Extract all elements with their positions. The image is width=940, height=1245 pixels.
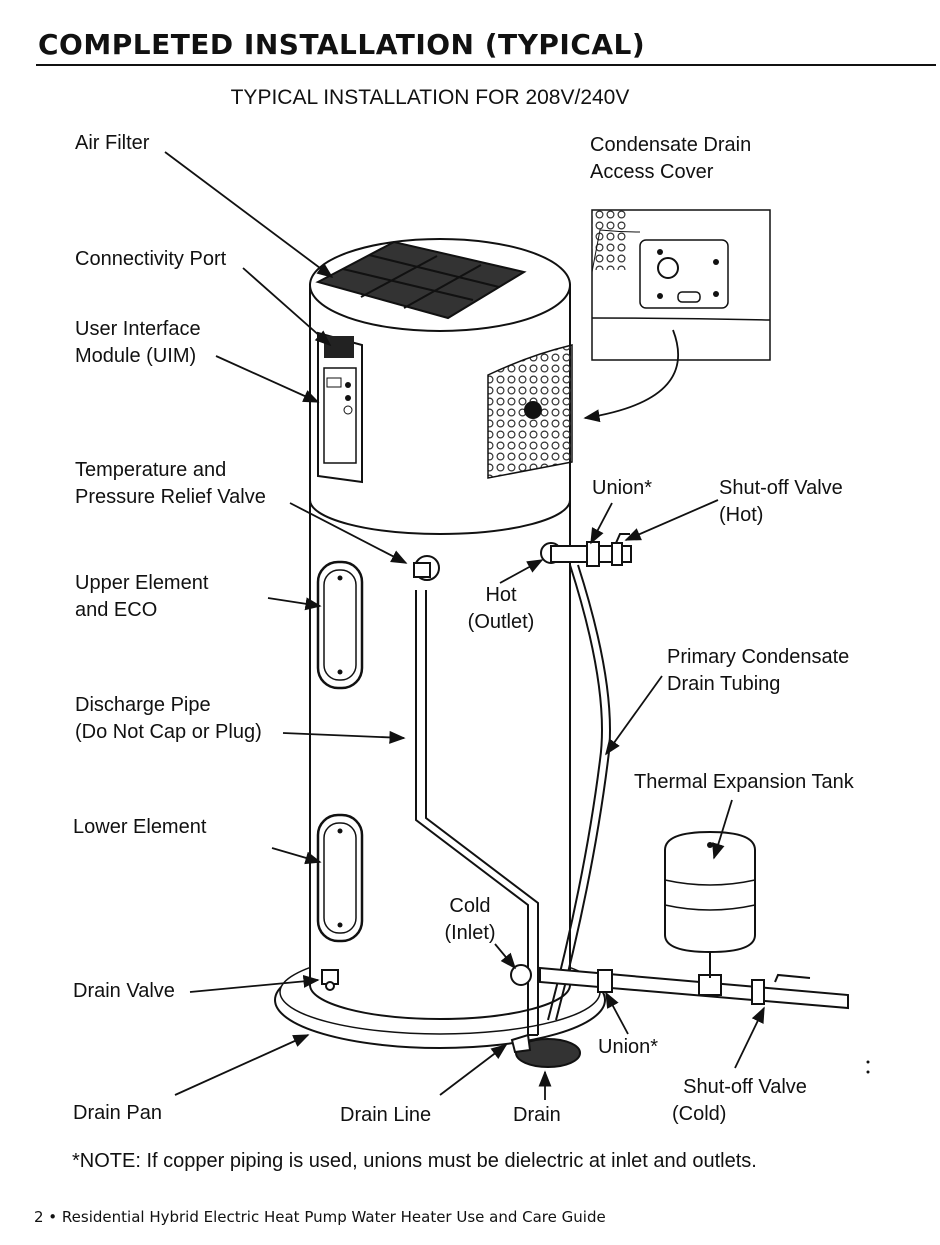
label-shutoff-cold-line2: (Cold) (672, 1103, 727, 1125)
label-hot-outlet: Hot (Outlet) (463, 582, 539, 636)
label-condensate-cover: Condensate Drain Access Cover (590, 132, 751, 186)
page-heading: COMPLETED INSTALLATION (TYPICAL) (36, 26, 936, 66)
label-upper-element-line2: and ECO (75, 599, 158, 621)
thermal-expansion-tank (664, 830, 756, 954)
label-uim-line2: Module (UIM) (75, 345, 197, 367)
page-title: COMPLETED INSTALLATION (TYPICAL) (38, 28, 646, 61)
label-upper-element-line1: Upper Element (75, 572, 209, 594)
label-upper-element: Upper Element and ECO (75, 570, 208, 624)
label-tp-valve-line2: Pressure Relief Valve (75, 486, 266, 508)
upper-element-cover (316, 560, 364, 690)
label-primary-condensate-line2: Drain Tubing (667, 673, 781, 695)
label-shutoff-cold: Shut-off Valve (Cold) (672, 1074, 818, 1128)
label-tp-valve: Temperature and Pressure Relief Valve (75, 457, 266, 511)
label-condensate-cover-line1: Condensate Drain (590, 134, 752, 156)
label-discharge-pipe-line2: (Do Not Cap or Plug) (75, 721, 262, 743)
diagram-subtitle: TYPICAL INSTALLATION FOR 208V/240V (230, 86, 630, 109)
label-primary-condensate-line1: Primary Condensate (667, 646, 850, 668)
air-filter-grid (315, 240, 527, 320)
fan-vent-grille (487, 344, 573, 479)
label-air-filter: Air Filter (75, 132, 150, 154)
label-uim: User Interface Module (UIM) (75, 316, 201, 370)
label-expansion-tank: Thermal Expansion Tank (634, 771, 854, 793)
label-hot-outlet-line2: (Outlet) (467, 611, 535, 633)
cold-inlet-piping (510, 950, 849, 1010)
condensate-access-cover-inset (591, 209, 771, 361)
label-shutoff-hot: Shut-off Valve (Hot) (719, 475, 843, 529)
label-condensate-cover-line2: Access Cover (590, 161, 714, 183)
label-discharge-pipe: Discharge Pipe (Do Not Cap or Plug) (75, 692, 262, 746)
label-drain-valve: Drain Valve (73, 980, 175, 1002)
page-footer: 2 • Residential Hybrid Electric Heat Pum… (34, 1208, 606, 1226)
dielectric-union-note: *NOTE: If copper piping is used, unions … (72, 1150, 757, 1172)
label-drain-line: Drain Line (340, 1104, 432, 1126)
label-uim-line1: User Interface (75, 318, 201, 340)
label-union-hot: Union* (592, 477, 653, 499)
label-cold-inlet-line2: (Inlet) (444, 922, 496, 944)
label-shutoff-cold-line1: Shut-off Valve (683, 1076, 807, 1098)
condensate-tubing (547, 564, 611, 1021)
label-cold-inlet-line1: Cold (449, 895, 491, 917)
label-hot-outlet-line1: Hot (485, 584, 517, 606)
leader-arrows (164, 151, 765, 1100)
label-union-cold: Union* (598, 1036, 659, 1058)
label-drain-pan: Drain Pan (73, 1102, 162, 1124)
lower-element-cover (316, 813, 364, 943)
label-cold-inlet: Cold (Inlet) (438, 893, 502, 947)
uim-panel (317, 331, 363, 484)
label-discharge-pipe-line1: Discharge Pipe (75, 694, 211, 716)
hot-outlet-piping (540, 533, 632, 567)
label-shutoff-hot-line2: (Hot) (719, 504, 764, 526)
label-shutoff-hot-line1: Shut-off Valve (719, 477, 843, 499)
label-drain: Drain (513, 1104, 561, 1126)
drain-valve-and-floor-drain (321, 969, 581, 1068)
label-primary-condensate: Primary Condensate Drain Tubing (667, 644, 849, 698)
label-connectivity-port: Connectivity Port (75, 248, 227, 270)
stray-marks (866, 1060, 870, 1074)
label-lower-element: Lower Element (73, 816, 207, 838)
label-tp-valve-line1: Temperature and (75, 459, 227, 481)
